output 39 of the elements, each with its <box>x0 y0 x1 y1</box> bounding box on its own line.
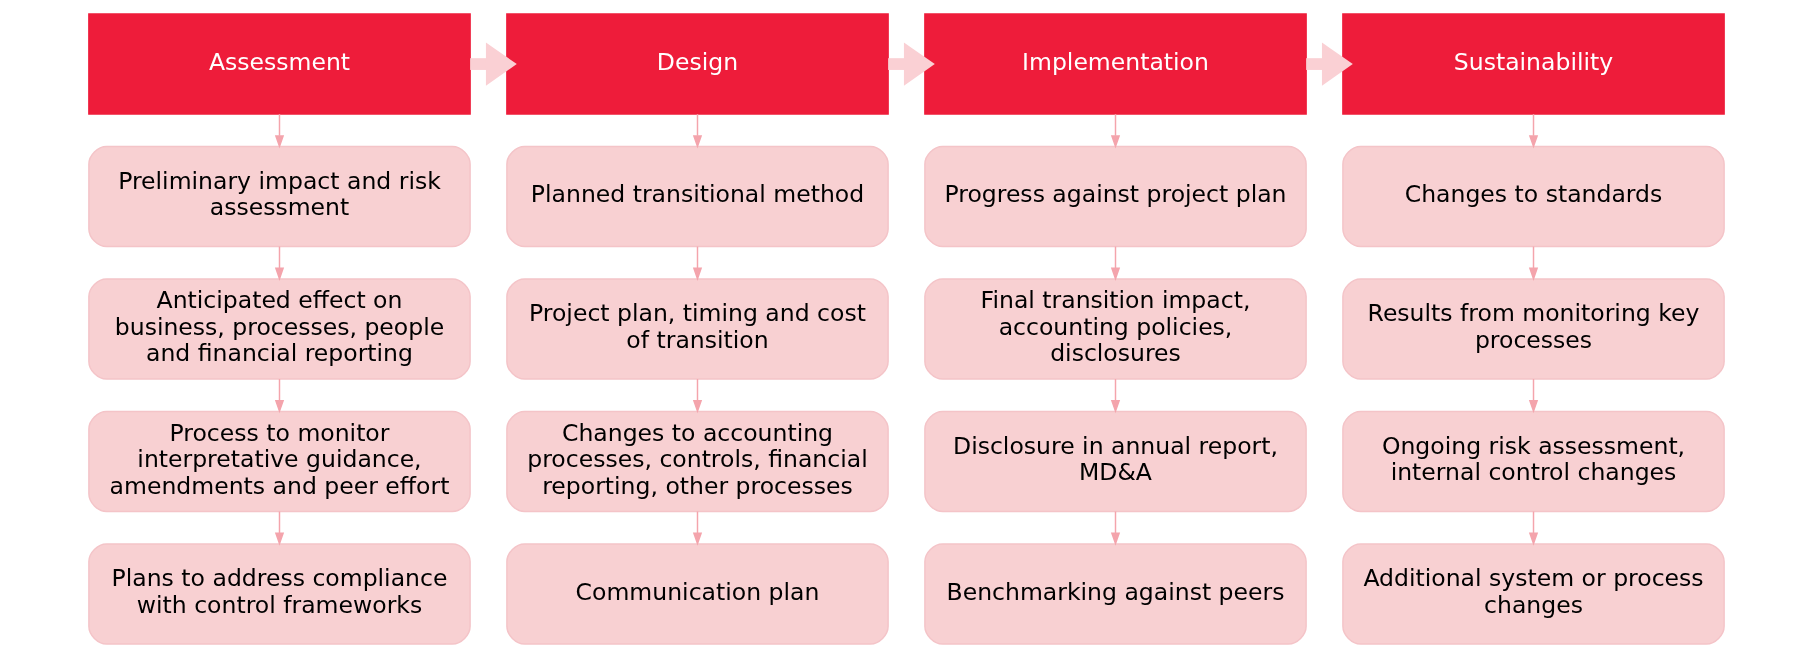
node-box: Project plan, timing and cost of transition <box>505 278 889 380</box>
node-box: Anticipated effect on business, processes, people and financial reporting <box>87 278 471 380</box>
arrow <box>274 378 284 414</box>
arrow <box>1528 245 1538 281</box>
arrow <box>274 113 284 149</box>
node-box: Results from monitoring key processes <box>1341 278 1725 380</box>
arrow <box>1110 245 1120 281</box>
arrow <box>1528 378 1538 414</box>
arrow <box>1110 113 1120 149</box>
node-box: Ongoing risk assessment, internal control changes <box>1341 410 1725 513</box>
node-box: Changes to standards <box>1341 145 1725 248</box>
node-box: Preliminary impact and risk assessment <box>87 145 471 248</box>
node-box: Process to monitor interpretative guidance, amendments and peer effort <box>87 410 471 513</box>
arrow <box>469 42 517 86</box>
arrow <box>1528 510 1538 546</box>
node-box: Plans to address compliance with control frameworks <box>87 543 471 645</box>
node-box: Additional system or process changes <box>1341 543 1725 645</box>
node-box: Planned transitional method <box>505 145 889 248</box>
node-box: Progress against project plan <box>923 145 1307 248</box>
node-box: Benchmarking against peers <box>923 543 1307 645</box>
node-box: Assessment <box>87 13 471 115</box>
node-box: Implementation <box>923 13 1307 115</box>
arrow <box>274 510 284 546</box>
arrow <box>692 378 702 414</box>
node-box: Communication plan <box>505 543 889 645</box>
node-box: Final transition impact, accounting policies, disclosures <box>923 278 1307 380</box>
node-box: Design <box>505 13 889 115</box>
node-box: Changes to accounting processes, controls, financial reporting, other processes <box>505 410 889 513</box>
arrow <box>274 245 284 281</box>
arrow <box>1528 113 1538 149</box>
node-box: Sustainability <box>1341 13 1725 115</box>
node-box: Disclosure in annual report, MD&A <box>923 410 1307 513</box>
arrow <box>887 42 935 86</box>
arrow <box>692 245 702 281</box>
arrow <box>692 510 702 546</box>
arrow <box>1305 42 1353 86</box>
arrow <box>1110 378 1120 414</box>
arrow <box>692 113 702 149</box>
arrow <box>1110 510 1120 546</box>
